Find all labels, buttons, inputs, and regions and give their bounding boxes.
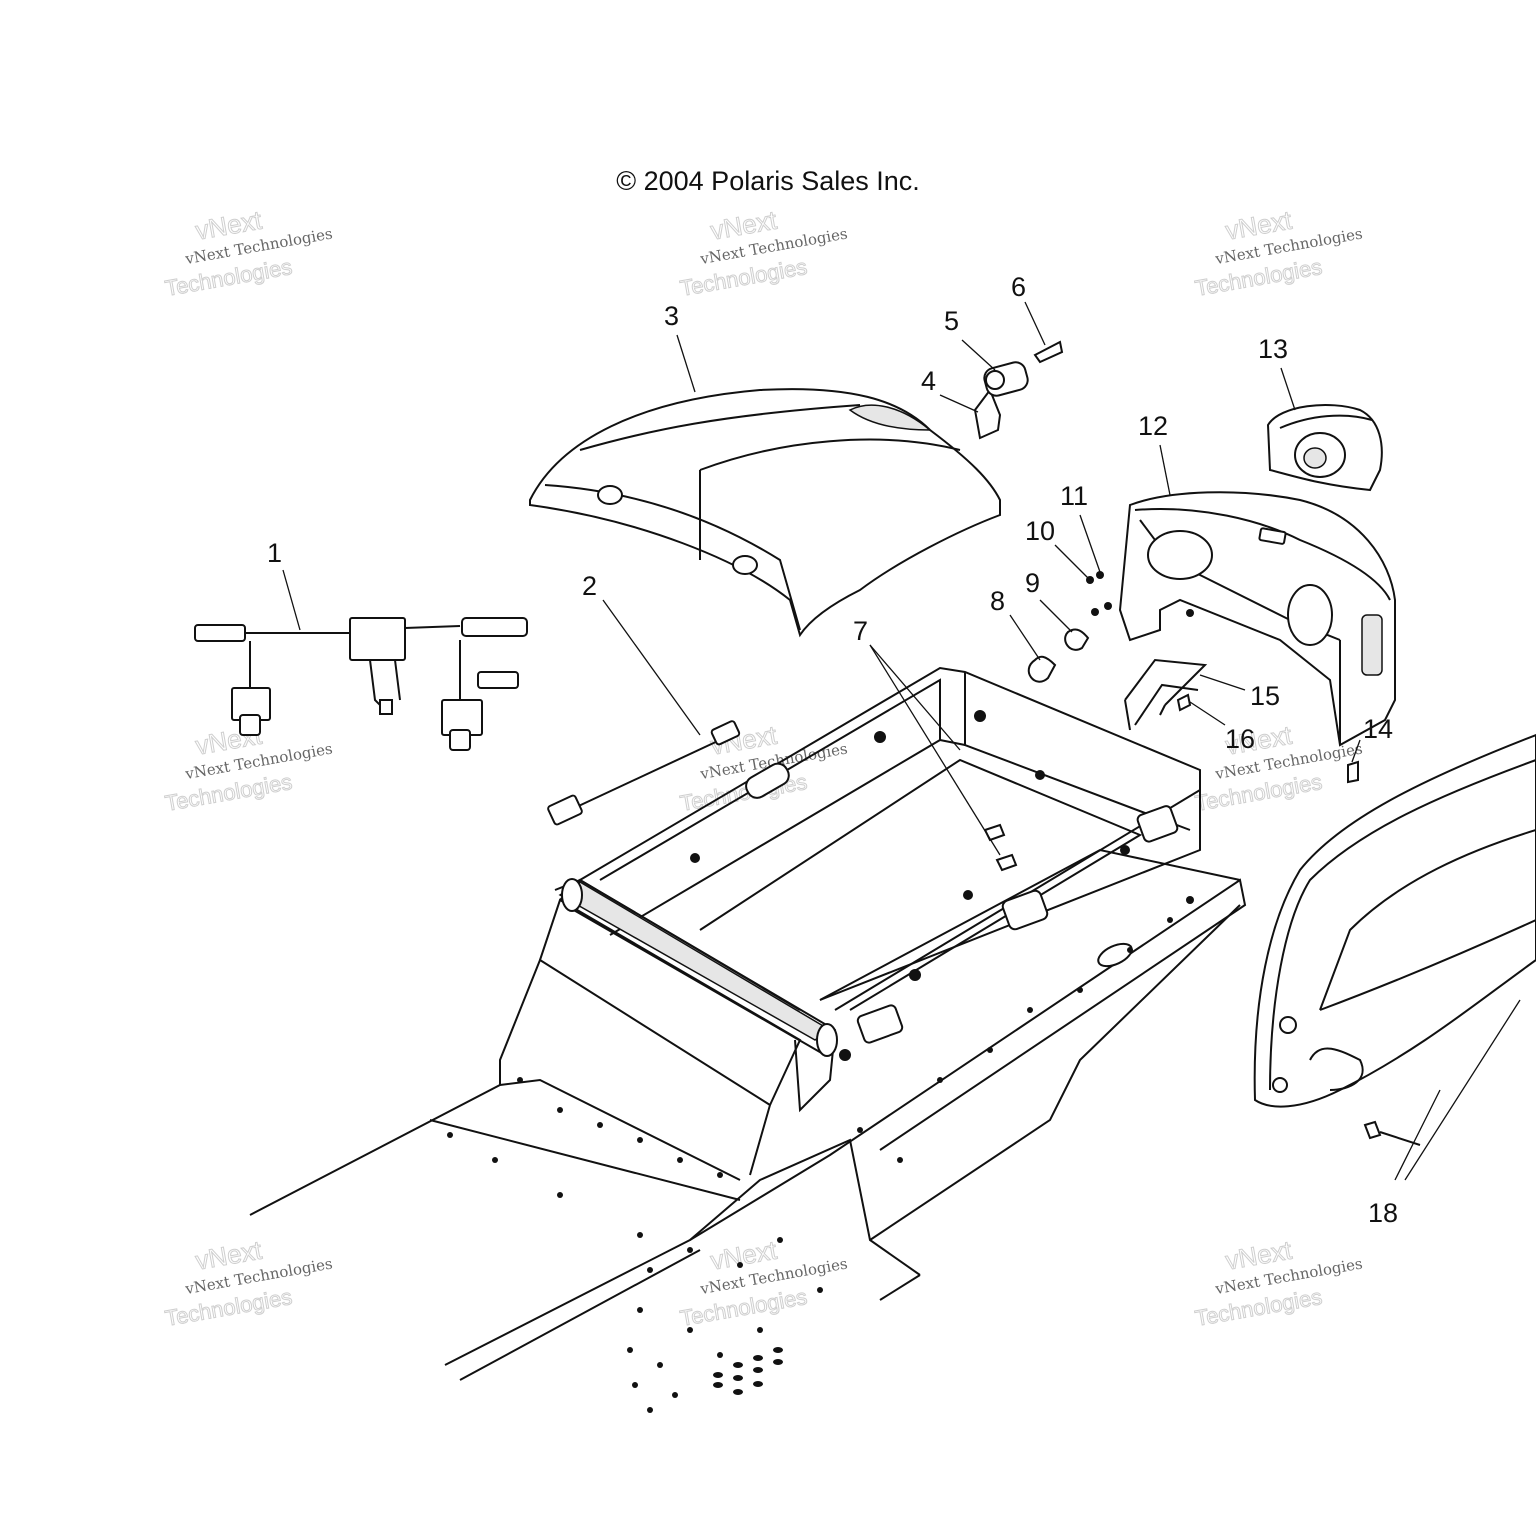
- part-wiring-harness: [194, 617, 528, 751]
- part-rear-housing: [1118, 491, 1396, 747]
- part-fastener: [1363, 1120, 1421, 1146]
- callout-13: 13: [1258, 334, 1288, 364]
- callout-18: 18: [1368, 1198, 1398, 1228]
- rivet-holes: [447, 917, 1173, 1413]
- callout-7: 7: [853, 616, 868, 646]
- copyright-notice: © 2004 Polaris Sales Inc.: [616, 166, 920, 196]
- callout-6: 6: [1011, 272, 1026, 302]
- callout-15: 15: [1250, 681, 1280, 711]
- callout-8: 8: [990, 586, 1005, 616]
- part-latch-assembly: [973, 340, 1064, 440]
- part-seat-lid: [529, 388, 1001, 638]
- callout-16: 16: [1225, 724, 1255, 754]
- part-screws: [983, 823, 1018, 872]
- callout-11: 11: [1060, 481, 1088, 511]
- callout-12: 12: [1138, 411, 1168, 441]
- part-taillight: [1266, 404, 1383, 492]
- watermark-top-left: vNext vNext Technologies Technologies: [163, 204, 334, 301]
- svg-text:Technologies: Technologies: [163, 769, 294, 816]
- svg-text:Technologies: Technologies: [163, 254, 294, 301]
- chassis-tunnel: [249, 848, 1247, 1381]
- watermark-bottom-center: vNext vNext Technologies Technologies: [678, 1234, 849, 1331]
- svg-text:Technologies: Technologies: [678, 254, 809, 301]
- watermark-bottom-left: vNext vNext Technologies Technologies: [163, 1234, 334, 1331]
- svg-text:Technologies: Technologies: [1193, 769, 1324, 816]
- watermark-bottom-right: vNext vNext Technologies Technologies: [1193, 1234, 1364, 1331]
- part-side-panel: [1253, 733, 1536, 1108]
- svg-text:Technologies: Technologies: [1193, 1284, 1324, 1331]
- leader-lines: [282, 301, 1521, 1181]
- callout-4: 4: [921, 366, 936, 396]
- storage-box: [554, 666, 1201, 1113]
- part-cable: [547, 720, 741, 826]
- svg-text:Technologies: Technologies: [163, 1284, 294, 1331]
- callout-labels: 1 2 3 4 5 6 7 8 9 10 11 12 13 14 15 16 1…: [267, 272, 1398, 1228]
- watermark-mid-center: vNext vNext Technologies Technologies: [678, 719, 849, 816]
- watermark-top-center: vNext vNext Technologies Technologies: [678, 204, 849, 301]
- svg-text:Technologies: Technologies: [1193, 254, 1324, 301]
- callout-10: 10: [1025, 516, 1055, 546]
- part-bulbs-and-nuts: [1027, 571, 1194, 683]
- callout-3: 3: [664, 301, 679, 331]
- svg-text:Technologies: Technologies: [678, 1284, 809, 1331]
- part-bracket-and-fasteners: [1124, 658, 1359, 784]
- callout-1: 1: [267, 538, 282, 568]
- callout-2: 2: [582, 571, 597, 601]
- callout-5: 5: [944, 306, 959, 336]
- callout-14: 14: [1363, 714, 1393, 744]
- callout-9: 9: [1025, 568, 1040, 598]
- watermark-top-right: vNext vNext Technologies Technologies: [1193, 204, 1364, 301]
